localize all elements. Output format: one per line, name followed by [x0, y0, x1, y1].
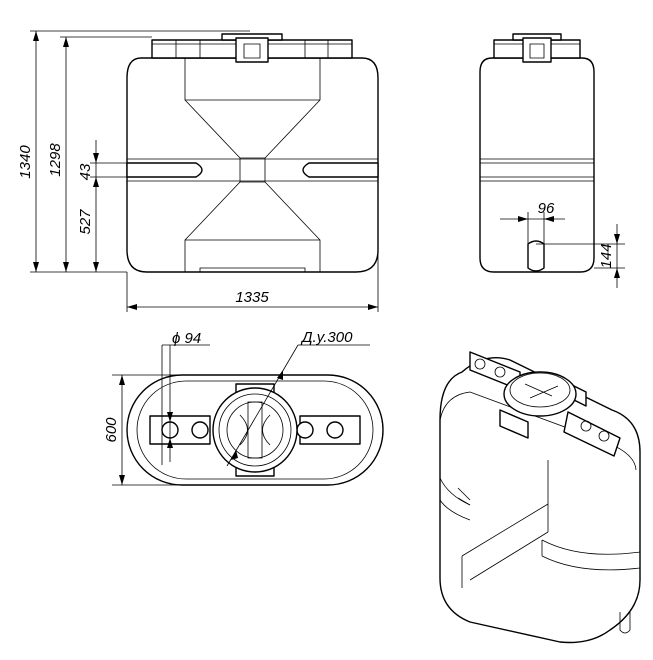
isometric-view — [439, 351, 641, 644]
height-lower-label: 527 — [77, 209, 94, 235]
nominal-diameter-label: Д.у.300 — [300, 329, 353, 346]
height-slot-label: 43 — [77, 163, 94, 180]
outlet-width-label: 96 — [538, 200, 555, 217]
front-view-dimensions: 1340 1298 43 527 1335 — [17, 30, 379, 312]
side-view — [479, 33, 595, 273]
outlet-height-label: 144 — [598, 243, 615, 268]
depth-label: 600 — [103, 417, 120, 443]
width-total-label: 1335 — [235, 289, 269, 306]
side-view-dimensions: 96 144 — [500, 200, 625, 288]
height-total-label: 1340 — [17, 145, 34, 179]
front-view — [126, 33, 379, 273]
top-view-dimensions: ϕ 94 Д.у.300 600 — [103, 329, 370, 486]
hole-diameter-label: ϕ 94 — [172, 330, 201, 347]
height-body-label: 1298 — [47, 143, 64, 177]
top-view — [126, 374, 384, 486]
